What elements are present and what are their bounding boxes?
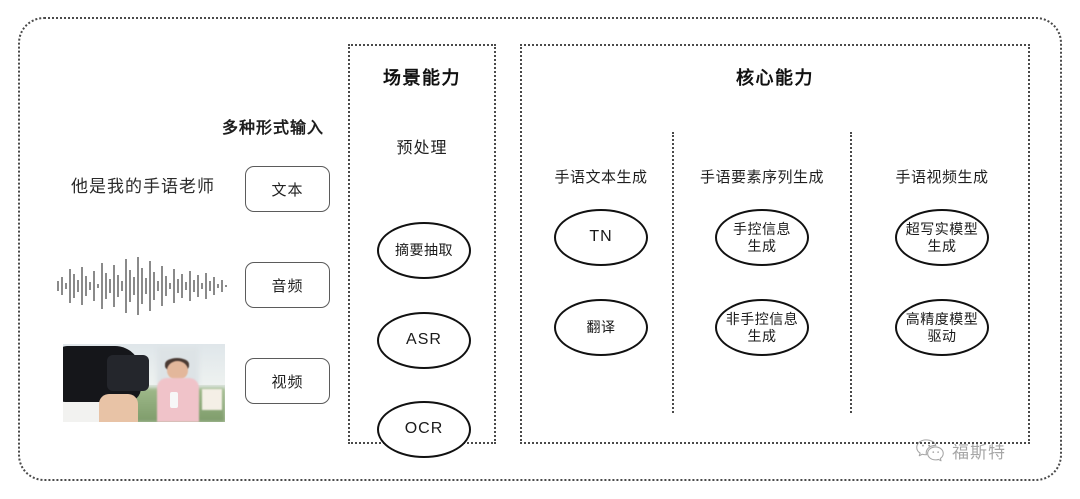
node-ocr[interactable]: OCR xyxy=(377,401,471,458)
node-asr[interactable]: ASR xyxy=(377,312,471,369)
column-divider-2 xyxy=(850,132,852,413)
node-translation[interactable]: 翻译 xyxy=(554,299,648,356)
core-column-label-1: 手语文本生成 xyxy=(554,169,648,186)
node-manual-signal-generation[interactable]: 手控信息生成 xyxy=(715,209,809,266)
core-capability-section: 核心能力 手语文本生成 TN 翻译 手语要素序列生成 手控信息生成 非手控信息生… xyxy=(520,44,1030,444)
node-tn[interactable]: TN xyxy=(554,209,648,266)
sample-sentence-text: 他是我的手语老师 xyxy=(71,177,215,196)
inputs-panel: 多种形式输入 他是我的手语老师 xyxy=(18,17,348,481)
audio-waveform-icon xyxy=(57,257,227,315)
input-chip-video[interactable]: 视频 xyxy=(245,358,330,404)
core-column-label-3: 手语视频生成 xyxy=(895,169,989,186)
input-chip-audio[interactable]: 音频 xyxy=(245,262,330,308)
scene-capability-section: 场景能力 预处理 摘要抽取 ASR OCR xyxy=(348,44,496,458)
node-summary-extraction[interactable]: 摘要抽取 xyxy=(377,222,471,279)
node-hyperrealistic-model-generation[interactable]: 超写实模型生成 xyxy=(895,209,989,266)
input-chip-text[interactable]: 文本 xyxy=(245,166,330,212)
core-capability-title: 核心能力 xyxy=(736,68,814,88)
scene-capability-title: 场景能力 xyxy=(383,68,461,88)
video-thumbnail-image xyxy=(63,344,225,422)
wechat-icon xyxy=(916,439,944,462)
core-column-label-2: 手语要素序列生成 xyxy=(699,169,824,186)
column-divider-1 xyxy=(672,132,674,413)
node-non-manual-signal-generation[interactable]: 非手控信息生成 xyxy=(715,299,809,356)
node-high-precision-model-driving[interactable]: 高精度模型驱动 xyxy=(895,299,989,356)
watermark: 福斯特 xyxy=(915,437,1006,463)
inputs-heading: 多种形式输入 xyxy=(222,120,325,137)
scene-capability-group-label: 预处理 xyxy=(396,140,448,157)
watermark-text: 福斯特 xyxy=(952,442,1006,462)
